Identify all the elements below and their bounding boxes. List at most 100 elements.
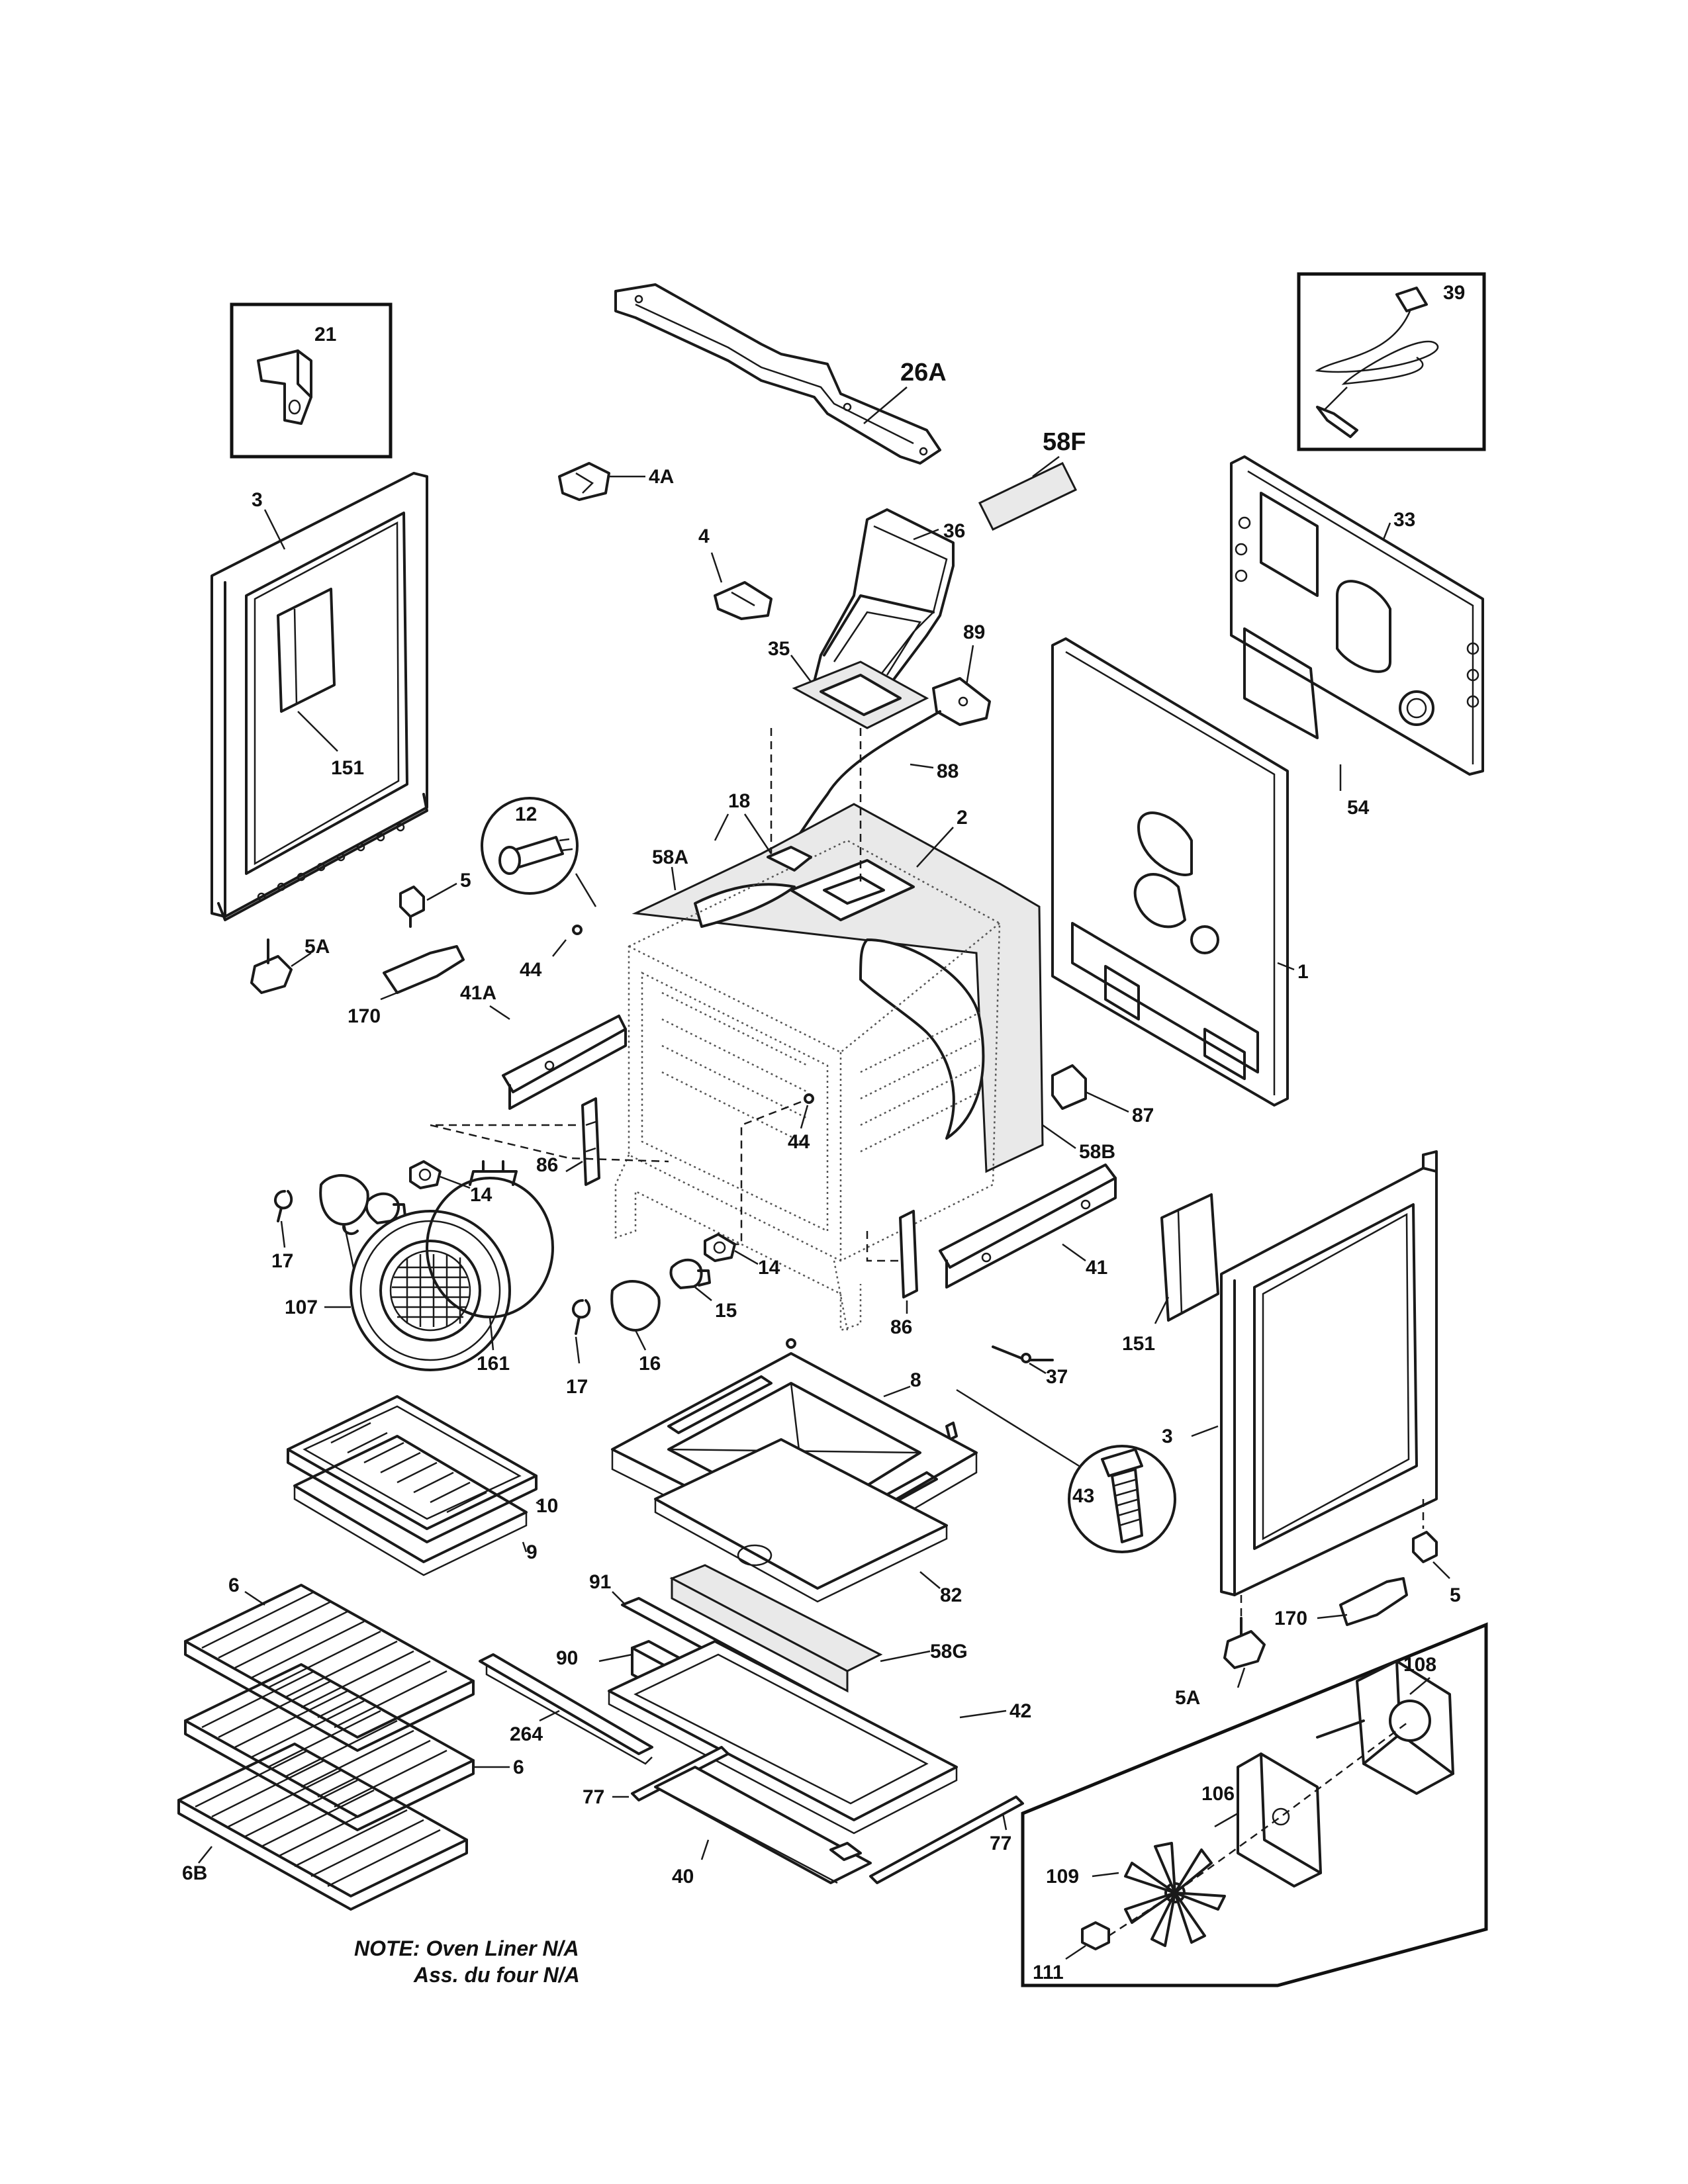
- part-41: 41: [939, 1163, 1117, 1289]
- label-4: 4: [698, 525, 710, 547]
- label-58g: 58G: [930, 1641, 968, 1662]
- label-5-right: 5: [1450, 1584, 1461, 1606]
- label-77-right: 77: [990, 1833, 1011, 1854]
- parts-5-5a-170-left: 5 5A 170: [250, 870, 471, 1027]
- label-86-lower: 86: [890, 1316, 912, 1338]
- label-14-lower: 14: [758, 1257, 780, 1279]
- label-87: 87: [1132, 1105, 1154, 1126]
- label-39: 39: [1443, 282, 1465, 304]
- part-44-upper: 44: [520, 925, 583, 981]
- part-4a: 4A: [558, 462, 674, 501]
- part-4: 4: [698, 525, 773, 620]
- label-43: 43: [1072, 1485, 1094, 1507]
- note-line-1: NOTE: Oven Liner N/A: [354, 1936, 579, 1960]
- part-264: 264: [479, 1653, 653, 1765]
- label-44-upper: 44: [520, 959, 542, 981]
- part-40: 40: [654, 1766, 872, 1888]
- label-107: 107: [285, 1297, 318, 1318]
- parts-58g-91-90-42: 58G 91 90 42: [556, 1564, 1031, 1835]
- part-86-upper: 86: [536, 1097, 600, 1186]
- label-54: 54: [1347, 797, 1370, 819]
- label-88: 88: [937, 760, 959, 782]
- parts-5-170-5a-right: 5 170 5A: [1175, 1499, 1461, 1709]
- part-161-gasket: 161: [426, 1160, 554, 1375]
- label-36: 36: [943, 520, 965, 542]
- inset-part-21: 21: [230, 302, 393, 459]
- label-17-upper: 17: [271, 1250, 293, 1272]
- part-18-and-2: 18 2: [728, 728, 968, 921]
- label-6-top: 6: [228, 1574, 240, 1596]
- label-41a: 41A: [460, 982, 496, 1004]
- label-111: 111: [1033, 1962, 1064, 1983]
- part-58a-oven-cavity: 58A: [614, 803, 1044, 1332]
- inset-convection-fan: 108 106 109 111: [1021, 1622, 1488, 1987]
- label-170-left: 170: [348, 1005, 381, 1027]
- part-3-left-side-panel: 3: [211, 472, 428, 921]
- diagram-note: NOTE: Oven Liner N/A Ass. du four N/A: [354, 1936, 580, 1987]
- lamp-assembly-upper: 14 15 16 17: [271, 1124, 669, 1295]
- label-170-right: 170: [1274, 1608, 1307, 1629]
- lamp-assembly-lower: 14 15 16 17: [566, 1233, 780, 1398]
- label-89: 89: [963, 621, 985, 643]
- label-106: 106: [1201, 1783, 1235, 1805]
- label-15-lower: 15: [715, 1300, 737, 1322]
- label-264: 264: [510, 1723, 543, 1745]
- label-58b: 58B: [1079, 1141, 1115, 1163]
- label-21: 21: [314, 324, 336, 345]
- label-86-upper: 86: [536, 1154, 558, 1176]
- part-87: 87: [1051, 1064, 1154, 1126]
- label-26a: 26A: [900, 359, 947, 387]
- label-3-right: 3: [1162, 1426, 1173, 1447]
- part-107-fan-cover: 107: [285, 1210, 511, 1371]
- label-37: 37: [1046, 1366, 1068, 1388]
- label-58a: 58A: [652, 846, 688, 868]
- label-3-left: 3: [252, 489, 263, 511]
- label-5a-left: 5A: [305, 936, 330, 958]
- part-36-vent-duct: 36: [813, 508, 965, 703]
- label-1: 1: [1297, 961, 1309, 983]
- label-35: 35: [768, 638, 790, 660]
- part-12-callout: 12: [481, 797, 597, 907]
- part-151-left: 151: [277, 588, 364, 779]
- label-16-lower: 16: [639, 1353, 661, 1375]
- label-5a-right: 5A: [1175, 1687, 1200, 1709]
- label-82: 82: [940, 1584, 962, 1606]
- label-18: 18: [728, 790, 750, 812]
- part-35: 35: [768, 638, 929, 729]
- label-4a: 4A: [649, 466, 674, 488]
- part-26a: 26A: [614, 283, 947, 465]
- part-41a: 41A: [460, 982, 627, 1110]
- part-86-lower: 86: [866, 1210, 918, 1338]
- label-42: 42: [1009, 1700, 1031, 1722]
- label-6-mid: 6: [513, 1756, 524, 1778]
- label-10: 10: [536, 1495, 558, 1517]
- label-90: 90: [556, 1647, 578, 1669]
- label-151-left: 151: [331, 757, 364, 779]
- part-10-9-broiler-pan: 10 9: [287, 1395, 558, 1576]
- part-43-callout: 43: [945, 1388, 1176, 1553]
- label-14-upper: 14: [470, 1184, 492, 1206]
- label-6b: 6B: [182, 1862, 207, 1884]
- part-82: 82: [654, 1438, 962, 1606]
- part-44-lower: 44: [718, 1093, 814, 1246]
- label-40: 40: [672, 1866, 694, 1888]
- part-3-right-side-panel: 3: [1162, 1150, 1438, 1596]
- part-1-back-frame: 1: [1051, 637, 1309, 1107]
- part-151-right: 151: [1122, 1193, 1219, 1355]
- label-33: 33: [1393, 509, 1415, 531]
- label-5-left: 5: [460, 870, 471, 891]
- oven-racks: 6 6 6B: [177, 1574, 524, 1911]
- part-58b: 58B: [1042, 1124, 1115, 1163]
- inset-part-39: 39: [1297, 272, 1486, 451]
- label-109: 109: [1046, 1866, 1079, 1888]
- label-108: 108: [1403, 1654, 1436, 1676]
- label-58f: 58F: [1043, 428, 1086, 456]
- label-151-right: 151: [1122, 1333, 1155, 1355]
- label-17-lower: 17: [566, 1376, 588, 1398]
- part-33-rear-panel: 33 54: [1230, 455, 1484, 819]
- label-91: 91: [589, 1571, 611, 1593]
- label-12: 12: [515, 803, 537, 825]
- part-89-88: 89 88: [793, 621, 991, 842]
- label-8: 8: [910, 1369, 921, 1391]
